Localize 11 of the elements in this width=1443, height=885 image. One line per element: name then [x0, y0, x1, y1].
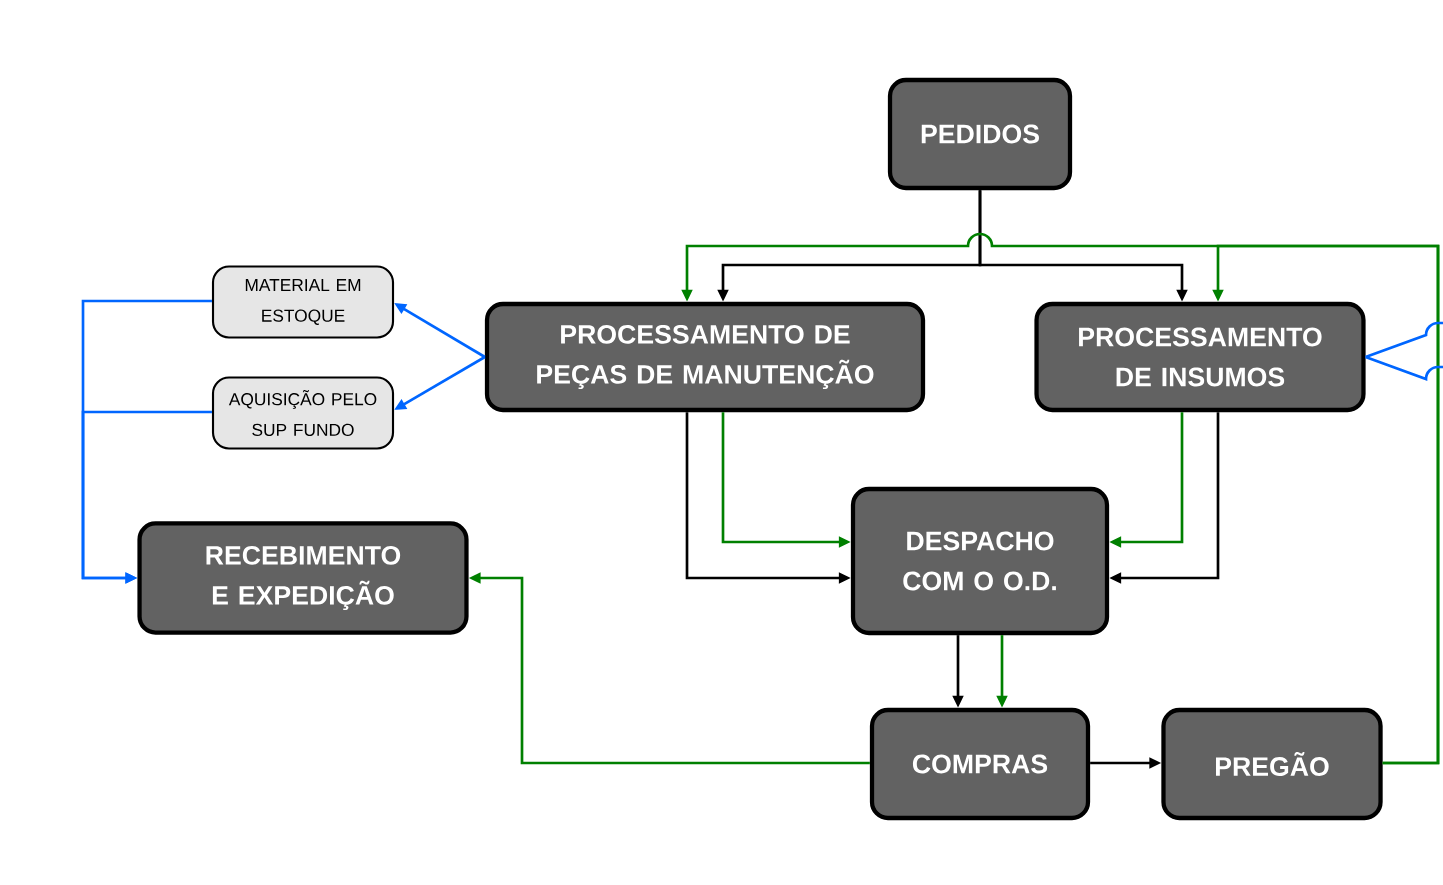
process-box: PROCESSAMENTO DE PEÇAS DE MANUTENÇÃO [484, 301, 926, 413]
process-box: PROCESSAMENTO DE INSUMOS [1034, 301, 1366, 413]
process-box: DESPACHO COM O O.D. [850, 486, 1110, 636]
process-box: PREGÃO [1161, 707, 1383, 821]
process-box: RECEBIMENTO E EXPEDIÇÃO [137, 521, 469, 635]
process-box: PEDIDOS [887, 77, 1073, 191]
connector-line [1365, 321, 1443, 359]
connector-line [1365, 355, 1443, 381]
option-box: MATERIAL EM ESTOQUE [211, 265, 395, 339]
option-box: AQUISIÇÃO PELO SUP FUNDO [211, 376, 395, 450]
process-box: COMPRAS [869, 707, 1091, 821]
